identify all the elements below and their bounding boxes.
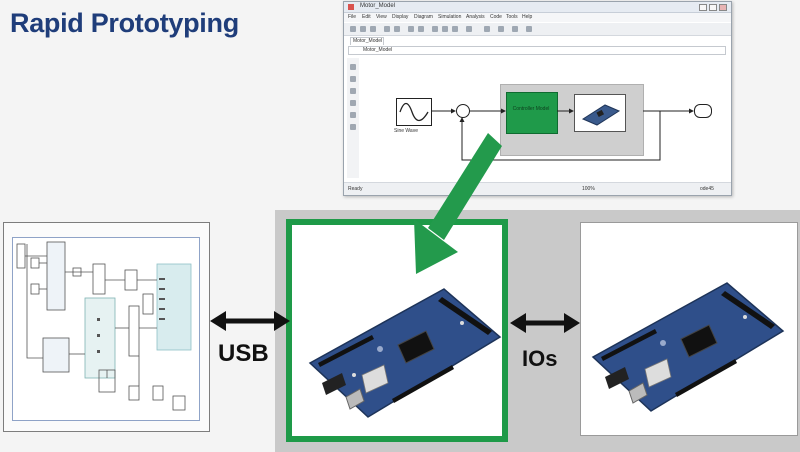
scope-block[interactable] [694, 104, 712, 118]
sine-wave-block[interactable] [396, 98, 432, 126]
toolbar [344, 23, 731, 36]
time-field-icon[interactable] [466, 26, 472, 32]
status-ready: Ready [348, 186, 363, 192]
redo-icon[interactable] [394, 26, 400, 32]
new-icon[interactable] [350, 26, 356, 32]
menu-display[interactable]: Display [392, 14, 409, 20]
signal-lines [431, 108, 694, 161]
status-solver: ode45 [700, 186, 714, 192]
target-board-frame [286, 219, 508, 442]
settings-icon[interactable] [418, 26, 424, 32]
mode-icon[interactable] [484, 26, 490, 32]
scope-icon[interactable] [526, 26, 532, 32]
menubar: File Edit View Display Diagram Simulatio… [344, 13, 731, 22]
model-diagram-frame [12, 237, 200, 421]
menu-view[interactable]: View [376, 14, 387, 20]
ios-label: IOs [522, 346, 558, 371]
save-icon[interactable] [370, 26, 376, 32]
debug-icon[interactable] [512, 26, 518, 32]
sine-icon [399, 102, 429, 122]
app-icon [348, 4, 354, 10]
menu-analysis[interactable]: Analysis [466, 14, 485, 20]
model-canvas[interactable]: Sine Wave Controller Model [360, 58, 726, 178]
close-button[interactable] [719, 4, 727, 11]
simulink-window: Motor_Model File Edit View Display Diagr… [343, 1, 732, 196]
status-zoom: 100% [582, 186, 595, 192]
menu-file[interactable]: File [348, 14, 357, 20]
model-diagram-graphic [16, 241, 192, 411]
menu-simulation[interactable]: Simulation [438, 14, 462, 20]
usb-label: USB [218, 340, 269, 367]
tab-model[interactable]: Motor_Model [350, 37, 384, 45]
menu-code[interactable]: Code [490, 14, 502, 20]
window-titlebar: Motor_Model [344, 2, 731, 13]
controller-model-block[interactable] [506, 92, 558, 134]
board-icon [581, 104, 621, 126]
physical-board-panel [580, 222, 798, 436]
minimize-button[interactable] [699, 4, 707, 11]
menu-help[interactable]: Help [522, 14, 533, 20]
status-bar: Ready 100% ode45 [344, 182, 731, 195]
area-icon[interactable] [350, 124, 356, 130]
menu-tools[interactable]: Tools [506, 14, 518, 20]
menu-diagram[interactable]: Diagram [414, 14, 433, 20]
maximize-button[interactable] [709, 4, 717, 11]
window-title: Motor_Model [360, 3, 396, 9]
undo-icon[interactable] [384, 26, 390, 32]
model-diagram-panel [3, 222, 210, 432]
stop-icon[interactable] [452, 26, 458, 32]
play-icon[interactable] [432, 26, 438, 32]
page-title: Rapid Prototyping [10, 8, 239, 38]
palette-sidebar [347, 58, 359, 178]
arduino-board-icon [308, 288, 502, 418]
zoom-out-icon[interactable] [350, 76, 356, 82]
open-icon[interactable] [360, 26, 366, 32]
arduino-board-photo-icon [591, 282, 785, 412]
sine-block-label: Sine Wave [394, 128, 418, 134]
zoom-in-icon[interactable] [350, 64, 356, 70]
address-bar[interactable]: Motor_Model [348, 46, 726, 55]
image-icon[interactable] [350, 112, 356, 118]
step-icon[interactable] [442, 26, 448, 32]
hardware-board-block[interactable] [574, 94, 626, 132]
menu-edit[interactable]: Edit [362, 14, 371, 20]
library-icon[interactable] [408, 26, 414, 32]
fit-icon[interactable] [350, 88, 356, 94]
annotation-icon[interactable] [350, 100, 356, 106]
build-icon[interactable] [498, 26, 504, 32]
controller-block-label: Controller Model [512, 106, 550, 112]
